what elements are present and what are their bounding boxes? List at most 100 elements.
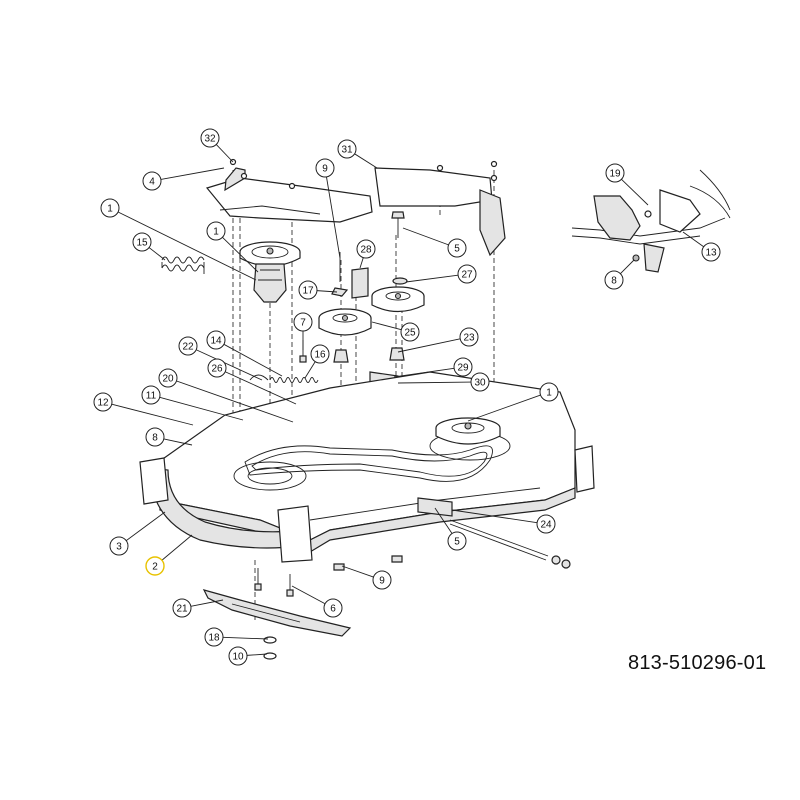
callout-bubble: [206, 330, 226, 350]
callout-bubble: [605, 163, 625, 183]
callout-9: 9: [341, 565, 392, 590]
callout-2: 2: [145, 534, 193, 576]
callout-number: 32: [204, 134, 216, 145]
leader-line: [451, 509, 538, 524]
callout-number: 2: [152, 562, 158, 573]
callout-bubble: [206, 221, 226, 241]
leader-line: [405, 274, 459, 283]
callout-number: 8: [152, 433, 158, 444]
callout-number: 24: [540, 520, 552, 531]
spring-part-15: [161, 256, 205, 274]
callout-10: 10: [228, 646, 268, 666]
callout-number: 23: [463, 333, 475, 344]
leader-line: [304, 361, 316, 379]
callout-32: 32: [200, 128, 234, 163]
callout-1: 1: [467, 382, 559, 422]
bracket-part-28: [351, 267, 369, 299]
callout-bubble: [701, 242, 721, 262]
leader-line: [222, 236, 259, 273]
callout-number: 25: [404, 328, 416, 339]
leader-line: [161, 534, 193, 561]
callout-4: 4: [142, 167, 225, 191]
callout-bubble: [310, 344, 330, 364]
leader-line: [159, 396, 244, 421]
callout-bubble: [470, 372, 490, 392]
callout-bubble: [158, 368, 178, 388]
leader-line: [371, 321, 402, 331]
callout-bubble: [132, 232, 152, 252]
callout-30: 30: [397, 372, 490, 392]
callout-18: 18: [204, 627, 269, 647]
callout-20: 20: [158, 368, 294, 423]
leader-line: [397, 381, 472, 384]
belt-shield-right: [374, 160, 506, 257]
leader-line: [190, 599, 224, 607]
callout-number: 28: [360, 245, 372, 256]
leader-line: [341, 565, 374, 578]
callout-number: 22: [182, 342, 194, 353]
leader-line: [467, 394, 541, 422]
callout-8: 8: [604, 259, 635, 290]
bolt-part-9-top: [331, 252, 349, 297]
callout-bubble: [356, 239, 376, 259]
callout-24: 24: [451, 509, 556, 534]
leader-line: [195, 349, 263, 381]
callout-number: 6: [330, 604, 336, 615]
mower-deck: [139, 371, 595, 597]
leader-line: [125, 511, 166, 542]
leader-line: [354, 153, 378, 169]
callout-number: 17: [302, 286, 314, 297]
belt-shield-left: [205, 158, 373, 223]
leader-line: [682, 231, 704, 248]
callout-bubble: [372, 570, 392, 590]
leader-line: [222, 636, 269, 640]
callout-bubble: [453, 357, 473, 377]
callout-bubble: [459, 327, 479, 347]
callout-17: 17: [298, 280, 338, 300]
callout-bubble: [536, 514, 556, 534]
callout-13: 13: [682, 231, 721, 262]
callout-31: 31: [337, 139, 378, 169]
callout-bubble: [145, 427, 165, 447]
leader-line: [434, 507, 453, 534]
callout-bubble: [204, 627, 224, 647]
callout-number: 20: [162, 374, 174, 385]
leader-line: [397, 338, 461, 353]
blade-part-21: [202, 589, 352, 660]
callout-1: 1: [206, 221, 259, 273]
callout-number: 10: [232, 652, 244, 663]
leader-line: [117, 211, 257, 281]
callout-number: 9: [379, 576, 385, 587]
callout-bubble: [207, 358, 227, 378]
leader-line: [402, 227, 449, 246]
callout-number: 26: [211, 364, 223, 375]
bolt-part-5-top: [391, 211, 405, 238]
callout-8: 8: [145, 427, 193, 447]
callout-number: 11: [146, 391, 157, 402]
callout-14: 14: [206, 330, 283, 377]
callout-bubble: [172, 598, 192, 618]
callout-bubble: [109, 536, 129, 556]
callout-number: 30: [474, 378, 486, 389]
idler-pulley-25: [318, 308, 372, 336]
callout-19: 19: [605, 163, 649, 206]
callout-9: 9: [315, 158, 341, 259]
leader-line: [223, 343, 283, 377]
leader-line: [316, 290, 338, 293]
leader-line: [148, 247, 166, 261]
callout-bubble: [178, 336, 198, 356]
document-number: 813-510296-01: [628, 652, 767, 674]
idler-pulley-27: [371, 277, 425, 313]
callout-bubble: [141, 385, 161, 405]
leader-line: [111, 403, 194, 426]
callout-number: 16: [314, 350, 326, 361]
callout-12: 12: [93, 392, 194, 426]
callout-11: 11: [141, 385, 244, 421]
callout-bubble: [539, 382, 559, 402]
spring-part-14: [249, 374, 319, 383]
leader-line: [393, 367, 455, 378]
detail-inset: [571, 169, 731, 273]
callout-number: 18: [208, 633, 220, 644]
